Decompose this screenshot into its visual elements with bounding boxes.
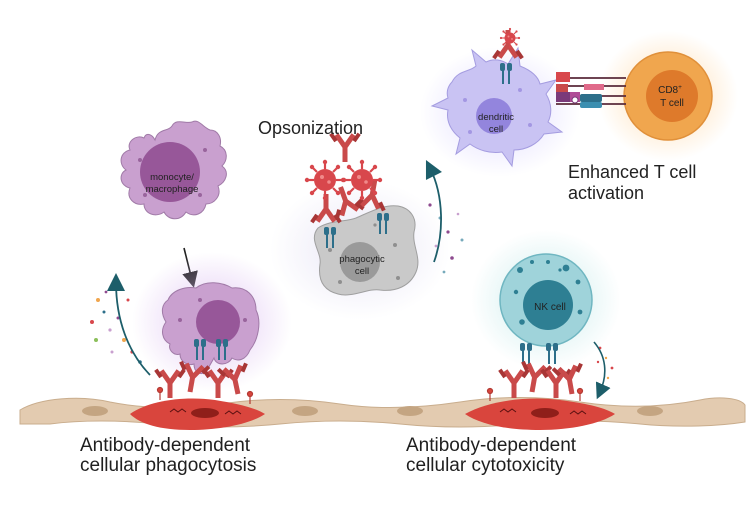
dendritic-label-line2: cell	[489, 124, 503, 135]
monocyte-label-line1: monocyte/	[150, 172, 194, 183]
opsonization-arrow	[425, 159, 443, 263]
tcell-caption-line2: activation	[568, 183, 644, 203]
mhc-tcr-synapse	[556, 72, 626, 108]
tcell-caption-line1: Enhanced T cell	[568, 162, 696, 182]
adcp-arrow	[107, 273, 151, 376]
phagocytic-label-line1: phagocytic	[339, 254, 385, 265]
tumor-antigens	[156, 386, 584, 404]
dendritic-label-line1: dendritic	[478, 112, 514, 123]
adcc-caption-line1: Antibody-dependent	[406, 435, 577, 456]
phagocytic-label-line2: cell	[355, 266, 369, 277]
tcell-label: T cell	[660, 98, 684, 109]
tumor-cell-right	[465, 398, 615, 430]
tumor-cell-left	[130, 398, 265, 430]
adcp-caption: Antibody-dependent cellular phagocytosis	[80, 436, 256, 476]
opsonization-debris	[428, 203, 464, 274]
cd8-t-cell: CD8+ T cell	[623, 51, 713, 141]
macrophage-phagocytosing	[161, 282, 260, 375]
adcp-caption-line2: cellular phagocytosis	[80, 454, 257, 476]
adcc-caption: Antibody-dependent cellular cytotoxicity	[406, 436, 576, 476]
tissue-layer	[19, 397, 746, 428]
opsonization-caption: Opsonization	[258, 118, 363, 138]
cd8-label: CD8+	[658, 84, 682, 96]
nk-cell: NK cell	[499, 253, 593, 347]
dendritic-cell: dendritic cell	[430, 46, 564, 168]
monocyte-macrophage: monocyte/ macrophage	[120, 120, 227, 220]
nk-label: NK cell	[534, 302, 566, 313]
adcp-caption-line1: Antibody-dependent	[80, 435, 251, 456]
adcc-arrow	[593, 341, 611, 400]
adcc-antibodies	[498, 360, 588, 398]
monocyte-label-line2: macrophage	[146, 184, 199, 195]
adcc-caption-line2: cellular cytotoxicity	[406, 454, 565, 476]
phagocytic-cell: phagocytic cell	[313, 205, 419, 296]
